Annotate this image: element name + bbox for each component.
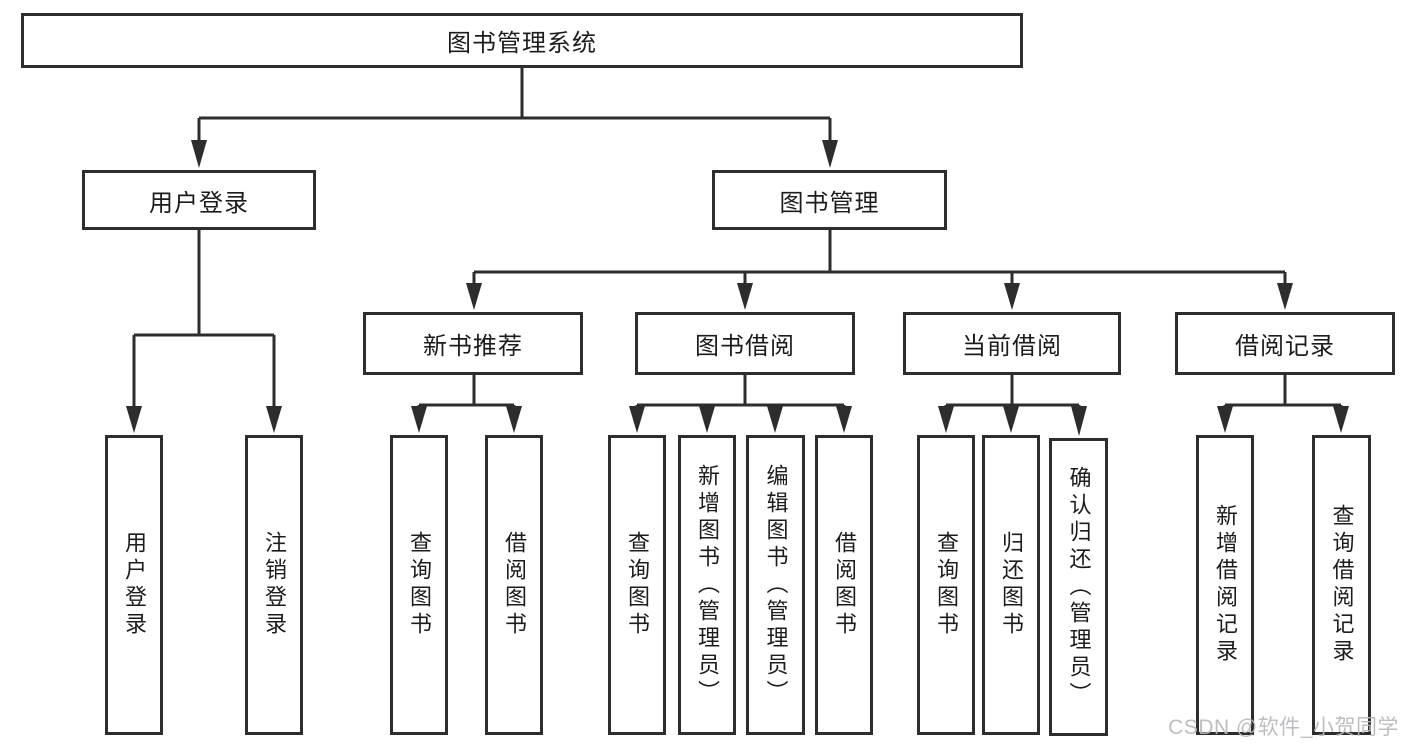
leaf-edit-books-admin: 编辑图书（管理员） xyxy=(746,435,805,735)
node-label: 新书推荐 xyxy=(423,333,523,360)
arrow-icon xyxy=(699,406,715,433)
node-label: 当前借阅 xyxy=(962,333,1062,360)
arrow-icon xyxy=(629,406,645,433)
edge-bookborrow-to-leaves xyxy=(635,375,846,408)
arrow-icon xyxy=(1004,283,1020,310)
arrow-icon xyxy=(767,406,783,433)
arrow-icon xyxy=(938,406,954,433)
edge-bookmgmt-to-level3 xyxy=(472,230,1287,284)
node-label: 查询借阅记录 xyxy=(1329,504,1355,666)
edge-currentborrow-to-leaves xyxy=(944,375,1081,408)
node-current-borrow: 当前借阅 xyxy=(903,312,1121,375)
arrow-icon xyxy=(1003,406,1019,433)
arrow-icon xyxy=(506,406,522,433)
node-label: 查询图书 xyxy=(934,531,959,639)
arrow-icon xyxy=(737,283,753,310)
leaf-query-books-borrow: 查询图书 xyxy=(608,435,666,735)
arrow-icon xyxy=(466,283,482,310)
arrow-icon xyxy=(1217,406,1233,433)
edge-newbooks-to-leaves xyxy=(417,375,516,408)
node-label: 图书借阅 xyxy=(695,333,795,360)
node-label: 新增借阅记录 xyxy=(1213,504,1238,666)
node-label: 借阅图书 xyxy=(832,531,857,639)
node-new-book-recommend: 新书推荐 xyxy=(363,312,583,375)
node-label: 用户登录 xyxy=(149,189,249,217)
node-label: 归还图书 xyxy=(999,531,1024,639)
node-label: 新增图书（管理员） xyxy=(695,463,720,707)
leaf-confirm-return-admin: 确认归还（管理员） xyxy=(1049,438,1108,736)
node-book-management: 图书管理 xyxy=(712,170,947,230)
arrow-icon xyxy=(1333,406,1349,433)
leaf-add-borrow-record: 新增借阅记录 xyxy=(1196,435,1254,735)
leaf-return-books: 归还图书 xyxy=(982,435,1040,735)
leaf-add-books-admin: 新增图书（管理员） xyxy=(678,435,736,735)
leaf-borrow-books-recommend: 借阅图书 xyxy=(485,435,543,735)
arrow-icon xyxy=(191,140,207,168)
node-label: 借阅图书 xyxy=(502,531,527,639)
node-label: 图书管理 xyxy=(779,189,880,217)
node-book-borrow: 图书借阅 xyxy=(635,312,855,375)
node-label: 查询图书 xyxy=(625,531,650,639)
arrow-icon xyxy=(1277,283,1293,310)
edge-records-to-leaves xyxy=(1223,375,1343,408)
node-label: 注销登录 xyxy=(262,531,287,639)
leaf-user-login: 用户登录 xyxy=(105,435,163,735)
arrow-icon xyxy=(1071,406,1087,436)
arrow-icon xyxy=(266,406,282,433)
leaf-query-borrow-record: 查询借阅记录 xyxy=(1312,435,1371,735)
arrow-icon xyxy=(836,406,852,433)
node-label: 确认归还（管理员） xyxy=(1066,465,1092,709)
edge-userlogin-to-leaves xyxy=(132,230,276,407)
node-label: 编辑图书（管理员） xyxy=(763,463,789,707)
node-label: 图书管理系统 xyxy=(447,30,597,57)
node-label: 用户登录 xyxy=(122,531,147,639)
node-label: 查询图书 xyxy=(407,531,432,639)
node-borrow-records: 借阅记录 xyxy=(1175,312,1395,375)
node-label: 借阅记录 xyxy=(1235,333,1335,360)
leaf-query-books-current: 查询图书 xyxy=(917,435,975,735)
leaf-logout: 注销登录 xyxy=(245,435,303,735)
arrow-icon xyxy=(126,406,142,433)
arrowheads xyxy=(126,140,1349,436)
node-library-system: 图书管理系统 xyxy=(21,13,1023,68)
node-user-login: 用户登录 xyxy=(82,170,316,230)
leaf-query-books-recommend: 查询图书 xyxy=(390,435,448,735)
leaf-borrow-books: 借阅图书 xyxy=(815,435,873,735)
arrow-icon xyxy=(411,406,427,433)
arrow-icon xyxy=(822,140,838,168)
csdn-watermark: CSDN @软件_小贺同学 xyxy=(1168,716,1399,739)
edge-root-to-level2 xyxy=(197,68,832,142)
